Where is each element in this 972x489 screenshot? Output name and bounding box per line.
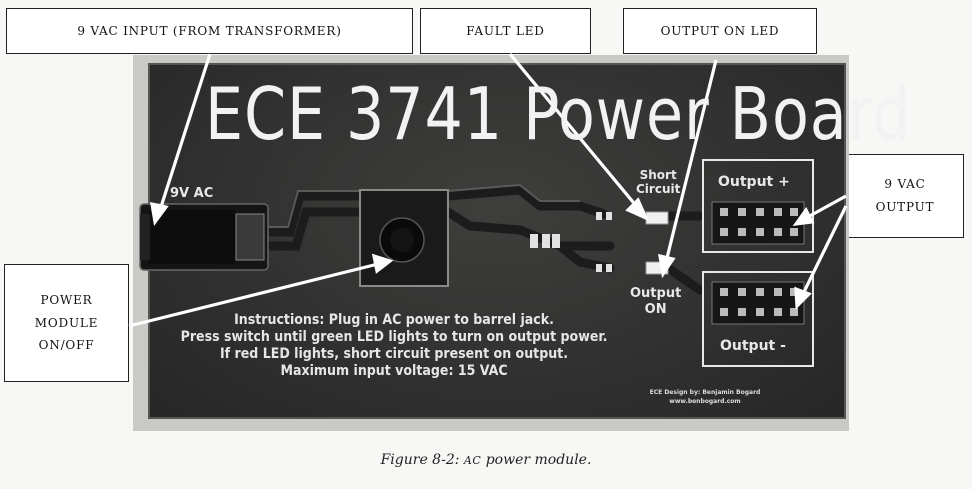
callout-arrows	[128, 52, 848, 328]
callout-power-line3: ON/OFF	[38, 338, 95, 353]
arrow-vac-output-plus	[805, 194, 847, 220]
callout-power-module: POWER MODULE ON/OFF	[4, 264, 129, 382]
barrel-jack	[139, 203, 269, 271]
output-plus-label: Output +	[718, 174, 790, 190]
instructions-text: Instructions: Plug in AC power to barrel…	[160, 312, 628, 380]
arrow-fault-led-head	[625, 197, 650, 222]
callout-fault-led: FAULT LED	[420, 8, 591, 54]
callout-output-on-led: OUTPUT ON LED	[623, 8, 817, 54]
pcb-traces	[257, 185, 705, 295]
figure-caption: Figure 8-2: AC power module.	[0, 452, 972, 468]
fault-led	[645, 211, 669, 225]
arrow-vac-input	[158, 53, 212, 211]
board-title: ECE 3741 Power Board	[205, 72, 912, 156]
output-on-line2: ON	[644, 302, 667, 317]
credit-line1: ECE Design by: Benjamin Bogard	[649, 389, 761, 396]
design-credit: ECE Design by: Benjamin Bogard www.benbo…	[630, 388, 780, 406]
short-circuit-line1: Short	[639, 168, 677, 182]
output-on-label: Output ON	[630, 286, 681, 318]
callout-vac-output-line1: 9 VAC	[884, 177, 926, 192]
arrow-vac-output-minus-head	[794, 286, 812, 310]
callout-power-line2: MODULE	[34, 315, 99, 330]
callout-vac-input-text: 9 VAC INPUT (FROM TRANSFORMER)	[77, 23, 342, 38]
short-circuit-line2: Circuit	[636, 182, 681, 196]
arrow-output-on-led	[664, 59, 718, 263]
arrow-fault-led	[508, 52, 640, 210]
input-label: 9V AC	[170, 186, 214, 201]
caption-suffix: power module.	[485, 452, 592, 468]
arrow-vac-output-plus-head	[792, 206, 815, 227]
short-circuit-label: Short Circuit	[636, 168, 680, 196]
output-minus-label: Output -	[720, 338, 786, 354]
arrow-power-module-head	[371, 253, 394, 274]
arrow-output-on-led-head	[658, 253, 676, 279]
instructions-line: Maximum input voltage: 15 VAC	[280, 363, 508, 379]
instructions-line: Instructions: Plug in AC power to barrel…	[234, 312, 554, 328]
callout-vac-output-line2: OUTPUT	[875, 200, 935, 214]
arrow-power-module	[128, 262, 379, 328]
credit-line2: www.benbogard.com	[669, 398, 741, 405]
instructions-line: Press switch until green LED lights to t…	[180, 329, 608, 345]
output-minus-header	[702, 271, 814, 367]
caption-abbr: AC	[463, 454, 482, 467]
component-pads	[530, 212, 612, 272]
callout-vac-output: 9 VAC OUTPUT	[846, 154, 964, 238]
output-on-line1: Output	[630, 286, 682, 301]
pcb-trace-edges	[262, 183, 580, 228]
instructions-line: If red LED lights, short circuit present…	[220, 346, 568, 362]
caption-prefix: Figure 8-2:	[380, 452, 460, 468]
output-plus-header	[702, 159, 814, 253]
callout-vac-input: 9 VAC INPUT (FROM TRANSFORMER)	[6, 8, 413, 54]
arrow-vac-input-head	[150, 201, 169, 227]
callout-fault-led-text: FAULT LED	[466, 23, 545, 38]
callout-output-on-led-text: OUTPUT ON LED	[660, 23, 780, 38]
callout-power-line1: POWER	[40, 292, 93, 307]
power-switch	[359, 189, 449, 287]
arrow-vac-output-minus	[800, 205, 848, 297]
